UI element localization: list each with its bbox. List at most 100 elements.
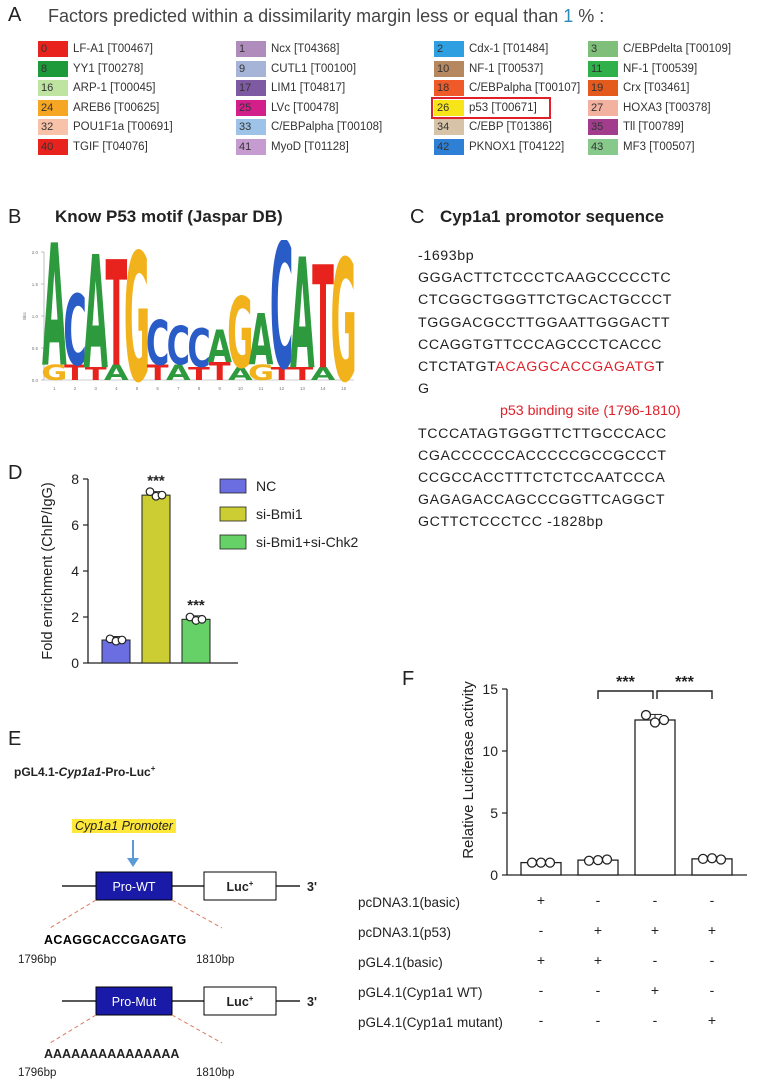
factor-number: 25 bbox=[236, 99, 266, 116]
motif-y-tick-label: 0.5 bbox=[32, 346, 39, 351]
luc-y-label: Relative Luciferase activity bbox=[460, 681, 477, 859]
factor-label: POU1F1a [T00691] bbox=[73, 121, 173, 133]
mut-bp-start: 1796bp bbox=[18, 1067, 56, 1079]
seq-line-6: CGACCCCCCACCCCCGCCGCCCT bbox=[418, 447, 667, 464]
chip-data-point bbox=[117, 635, 127, 645]
motif-letter-bottom: G bbox=[41, 361, 67, 385]
factor-number: 0 bbox=[38, 41, 68, 57]
motif-letter-top: C bbox=[187, 319, 210, 381]
factor-label: LF-A1 [T00467] bbox=[73, 43, 153, 55]
motif-letter-bottom: T bbox=[85, 364, 107, 385]
wt-box-label: Pro-WT bbox=[112, 880, 155, 894]
motif-x-tick-label: 5 bbox=[136, 386, 139, 391]
motif-letter-bottom: T bbox=[209, 357, 231, 386]
luc-data-point bbox=[658, 714, 670, 726]
factor-number: 1 bbox=[236, 41, 266, 57]
chip-legend-swatch bbox=[219, 534, 247, 550]
condition-sign: - bbox=[595, 1012, 601, 1028]
motif-x-tick-label: 1 bbox=[53, 386, 56, 391]
chip-y-tick-label: 6 bbox=[71, 517, 79, 533]
luc-data-point bbox=[706, 853, 718, 864]
p53-highlight-box bbox=[431, 96, 551, 119]
mut-bp-end: 1810bp bbox=[196, 1067, 234, 1079]
factor-number: 42 bbox=[434, 138, 464, 155]
factor-item: 0 LF-A1 [T00467] bbox=[38, 40, 153, 58]
factor-number: 9 bbox=[236, 60, 266, 77]
luc-significance-bracket bbox=[656, 690, 713, 699]
motif-letter-bottom: A bbox=[228, 364, 253, 385]
factor-label: PKNOX1 [T04122] bbox=[469, 140, 565, 153]
factor-label: LVc [T00478] bbox=[271, 101, 339, 114]
factor-label: NF-1 [T00537] bbox=[469, 62, 544, 75]
motif-letter-bottom: G bbox=[248, 361, 274, 385]
condition-sign: - bbox=[538, 1012, 544, 1028]
motif-y-tick-label: 2.0 bbox=[32, 250, 39, 255]
factor-number: 40 bbox=[38, 138, 68, 155]
motif-letter-top: G bbox=[331, 240, 357, 395]
condition-label: pGL4.1(Cyp1a1 WT) bbox=[358, 985, 483, 1000]
condition-sign: - bbox=[595, 892, 601, 908]
construct-title: pGL4.1-Cyp1a1-Pro-Luc+ bbox=[14, 764, 156, 779]
motif-y-tick-label: 1.0 bbox=[32, 314, 39, 319]
factor-number: 19 bbox=[588, 80, 618, 96]
header-prefix: Factors predicted within a dissimilarity… bbox=[48, 6, 564, 26]
mut-box-label: Pro-Mut bbox=[112, 995, 157, 1009]
condition-sign: - bbox=[652, 1012, 658, 1028]
factor-label: C/EBPalpha [T00107] bbox=[469, 82, 581, 94]
factor-label: HOXA3 [T00378] bbox=[623, 101, 711, 114]
factor-number: 2 bbox=[434, 41, 464, 57]
panel-a-header: Factors predicted within a dissimilarity… bbox=[48, 6, 604, 27]
condition-label: pcDNA3.1(basic) bbox=[358, 895, 461, 910]
condition-sign: + bbox=[707, 1012, 717, 1028]
chip-y-tick-label: 2 bbox=[71, 609, 79, 625]
factor-number: 10 bbox=[434, 60, 464, 77]
luc-significance: *** bbox=[675, 674, 694, 691]
factor-number: 43 bbox=[588, 138, 618, 155]
mut-promoter-box bbox=[95, 986, 173, 1016]
wt-sequence: ACAGGCACCGAGATG bbox=[44, 933, 187, 947]
chip-bar bbox=[141, 494, 171, 664]
factor-number: 33 bbox=[236, 119, 266, 135]
panel-label-a: A bbox=[8, 4, 22, 26]
condition-sign: - bbox=[709, 982, 715, 998]
factor-number: 3 bbox=[588, 41, 618, 57]
wt-three-prime: 3' bbox=[307, 880, 317, 894]
chip-data-point bbox=[197, 614, 207, 624]
motif-letter-top: C bbox=[63, 276, 86, 389]
luc-data-point bbox=[526, 857, 538, 868]
motif-x-tick-label: 6 bbox=[156, 386, 159, 391]
header-value: 1 bbox=[563, 6, 574, 26]
wt-dash-left bbox=[49, 899, 97, 929]
p53-binding-site-label: p53 binding site (1796-1810) bbox=[500, 403, 681, 420]
motif-letter-bottom: T bbox=[271, 364, 293, 385]
motif-x-tick-label: 7 bbox=[177, 386, 180, 391]
seq-line-4: CCAGGTGTTCCCAGCCCTCACCC bbox=[418, 336, 662, 353]
motif-letter-bottom: A bbox=[104, 361, 129, 385]
luc-data-point bbox=[583, 855, 595, 866]
panel-label-d: D bbox=[8, 462, 23, 484]
factor-item: 27 HOXA3 [T00378] bbox=[588, 99, 711, 117]
chip-legend-swatch bbox=[219, 506, 247, 522]
wt-dash-right bbox=[171, 899, 223, 929]
factor-label: Ncx [T04368] bbox=[271, 43, 340, 55]
motif-x-tick-label: 4 bbox=[115, 386, 118, 391]
luc-y-tick-label: 5 bbox=[490, 805, 498, 821]
factor-number: 17 bbox=[236, 80, 266, 96]
luc-significance: *** bbox=[616, 674, 635, 691]
factor-number: 27 bbox=[588, 99, 618, 116]
factor-label: MyoD [T01128] bbox=[271, 140, 349, 153]
factor-number: 26 bbox=[434, 99, 464, 116]
mut-three-prime: 3' bbox=[307, 995, 317, 1009]
seq-site-line: CTCTATGTACAGGCACCGAGATGT bbox=[418, 356, 681, 378]
chip-bar bbox=[181, 618, 211, 664]
motif-x-tick-label: 14 bbox=[320, 386, 326, 391]
chip-legend-label: NC bbox=[256, 478, 276, 494]
motif-x-tick-label: 9 bbox=[218, 386, 221, 391]
